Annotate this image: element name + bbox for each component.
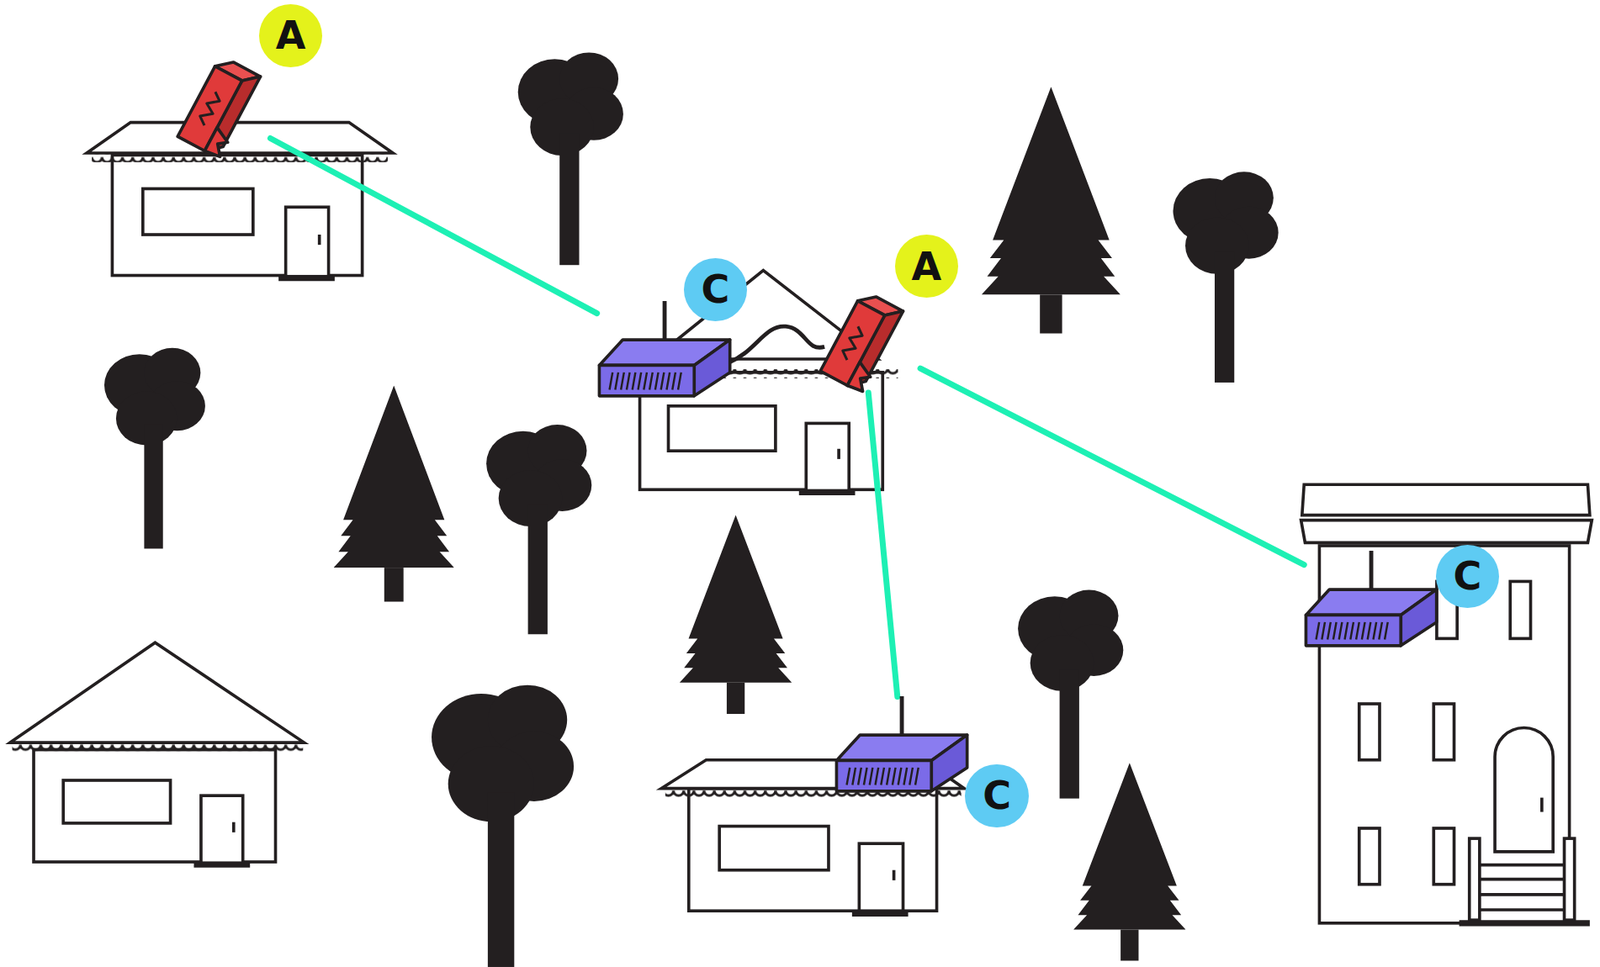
wireless-link — [270, 138, 597, 314]
router-node: C — [1303, 550, 1439, 648]
tree — [431, 685, 574, 967]
antenna-device — [163, 51, 271, 169]
house — [634, 270, 898, 493]
antenna-device — [805, 286, 921, 393]
apartment-building — [1301, 484, 1593, 924]
badge-letter: A — [895, 234, 959, 298]
pine-tree — [679, 515, 792, 716]
wireless-link — [920, 368, 1304, 566]
house — [10, 642, 304, 865]
badge-letter: C — [683, 258, 748, 322]
router-device — [834, 696, 970, 794]
wireless-link — [868, 392, 898, 697]
tree — [486, 424, 592, 635]
antenna-node: A — [805, 286, 921, 393]
router-device — [1303, 550, 1439, 648]
tree — [104, 348, 206, 550]
house — [661, 760, 965, 915]
antenna-node: A — [163, 51, 271, 169]
pine-tree — [333, 386, 455, 603]
badge-letter: C — [964, 764, 1028, 828]
tree — [1017, 590, 1124, 800]
router-node: C — [834, 696, 970, 794]
tree — [518, 52, 624, 265]
pine-tree — [1073, 762, 1186, 961]
pine-tree — [981, 86, 1121, 334]
router-node: C — [597, 301, 732, 398]
house — [86, 122, 393, 280]
tree — [1172, 171, 1278, 383]
badge-letter: C — [1435, 545, 1500, 609]
badge-letter: A — [259, 4, 323, 68]
